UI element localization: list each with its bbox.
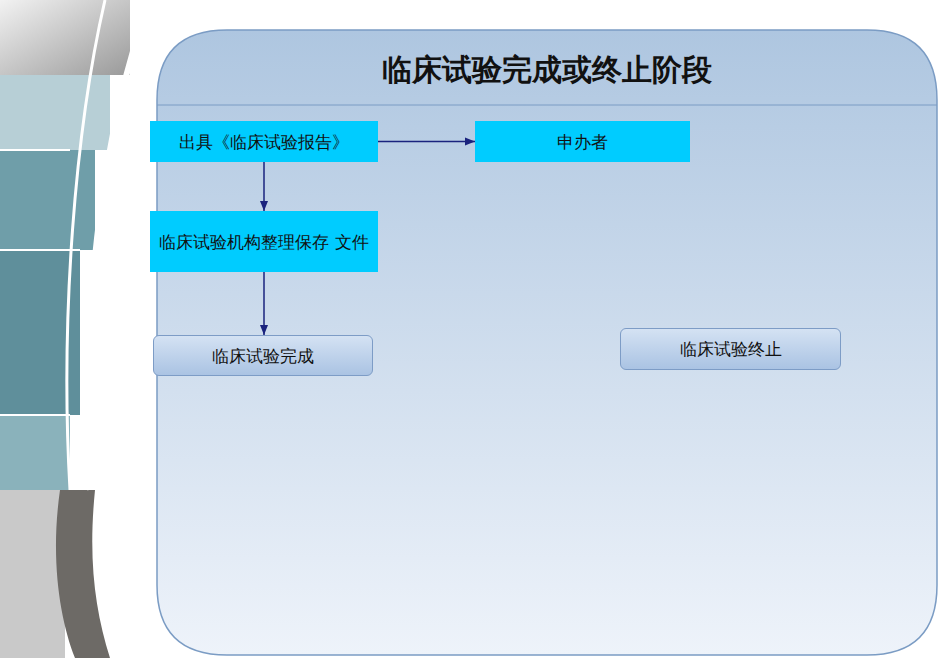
box-label: 申办者 [557, 131, 608, 153]
flow-arrow [378, 141, 475, 143]
side-band [0, 75, 110, 150]
stethoscope-photo [0, 0, 130, 75]
side-band [0, 150, 95, 250]
slide-title: 临床试验完成或终止阶段 [157, 50, 937, 91]
side-band [56, 490, 110, 658]
box-label: 临床试验完成 [212, 345, 314, 367]
box-label: 出具《临床试验报告》 [179, 131, 349, 153]
header-divider [157, 105, 937, 106]
side-base [0, 0, 150, 658]
process-box: 临床试验机构整理保存 文件 [150, 211, 378, 272]
side-curve [88, 0, 150, 490]
side-band [0, 415, 70, 490]
box-label: 临床试验终止 [680, 338, 782, 360]
process-box: 出具《临床试验报告》 [150, 121, 378, 162]
process-box: 申办者 [475, 121, 690, 162]
side-curve [67, 0, 105, 490]
side-divider [0, 150, 80, 415]
process-box: 临床试验完成 [153, 335, 373, 376]
flow-arrow [263, 272, 265, 335]
process-box: 临床试验终止 [620, 328, 841, 370]
flow-arrow [263, 162, 265, 211]
side-band [0, 490, 65, 658]
box-label: 临床试验机构整理保存 文件 [159, 231, 368, 253]
